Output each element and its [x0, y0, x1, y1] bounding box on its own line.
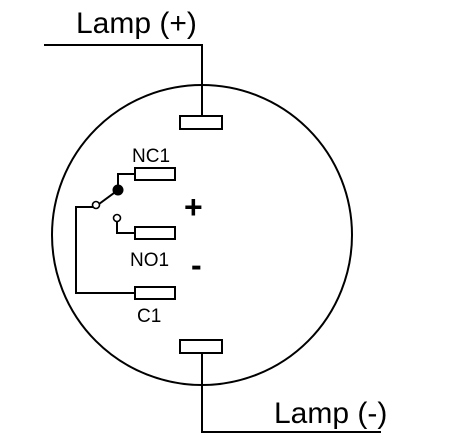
- switch-arm: [97, 188, 120, 206]
- plus-sign: +: [184, 189, 203, 225]
- lamp-plus-wire: [44, 44, 203, 117]
- lamp-minus-label: Lamp (-): [274, 397, 387, 430]
- c1-wire: [75, 206, 136, 294]
- no1-contact-dot: [112, 213, 122, 223]
- no1-wire: [116, 221, 136, 234]
- lamp-minus-wire: [201, 352, 381, 433]
- switch-pivot: [91, 200, 101, 210]
- minus-sign: -: [191, 247, 202, 283]
- lamp-plus-label: Lamp (+): [76, 7, 197, 40]
- c1-terminal: [134, 286, 176, 300]
- no1-label: NO1: [130, 250, 169, 271]
- lamp-plus-terminal: [179, 115, 223, 130]
- no1-terminal: [134, 226, 176, 240]
- nc1-wire: [117, 173, 136, 188]
- lamp-minus-terminal: [179, 339, 223, 354]
- nc1-terminal: [134, 167, 176, 181]
- nc1-label: NC1: [132, 146, 170, 167]
- c1-label: C1: [137, 306, 161, 327]
